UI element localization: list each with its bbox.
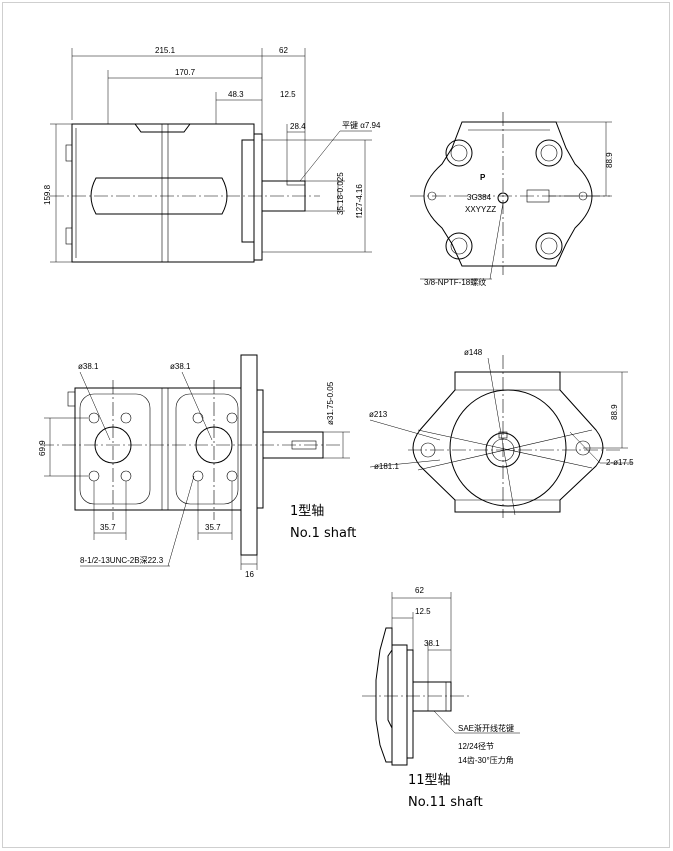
shaft-tol: f127-4.16	[355, 184, 364, 218]
dim-62-top: 62	[279, 46, 288, 55]
dim-215: 215.1	[155, 46, 176, 55]
dim-170: 170.7	[175, 68, 196, 77]
dia-181: ø181.1	[374, 462, 399, 471]
dim-38: 38.1	[424, 639, 440, 648]
shaft1-label-cn: 1型轴	[290, 504, 324, 519]
dim-35-right: 35.7	[205, 523, 221, 532]
middle-front-view: ø148 ø213 ø181.1 88.9 2-ø17.5	[369, 348, 634, 518]
dim-48: 48.3	[228, 90, 244, 99]
top-side-view: 215.1 62 170.7 48.3 12.5 28.4 平键 α7.94 1…	[43, 46, 381, 263]
dim-88-front: 88.9	[610, 404, 619, 420]
port-p-label: P	[480, 173, 486, 182]
dim-12-bottom: 12.5	[415, 607, 431, 616]
spline-note-2: 12/24径节	[458, 741, 494, 751]
dim-12-top: 12.5	[280, 90, 296, 99]
bottom-shaft11-view: 62 12.5 38.1 SAE渐开线花键 12/24径节 14齿-30°压力角…	[362, 586, 520, 810]
port-dia-left: ø38.1	[78, 362, 99, 371]
dim-159: 159.8	[43, 184, 52, 205]
model-code-2: XXYYZZ	[465, 205, 496, 214]
dia-213: ø213	[369, 410, 388, 419]
holes-note: 2-ø17.5	[606, 458, 634, 467]
middle-plan-view: ø38.1 ø38.1 69.9 35.7 35.7 8-1/2-13UNC-2…	[38, 354, 356, 579]
dia-148: ø148	[464, 348, 483, 357]
dim-16: 16	[245, 570, 254, 579]
top-end-view: P 3G384 XXYYZZ 88.9 3/8-NPTF-18螺纹	[410, 112, 614, 287]
dim-35-left: 35.7	[100, 523, 116, 532]
thread-note: 8-1/2-13UNC-2B深22.3	[80, 556, 164, 565]
dim-28: 28.4	[290, 122, 306, 131]
shaft11-label-en: No.11 shaft	[408, 795, 483, 810]
port-thread-note: 3/8-NPTF-18螺纹	[424, 277, 486, 287]
spline-note-3: 14齿-30°压力角	[458, 755, 514, 765]
dim-69: 69.9	[38, 440, 47, 456]
port-dia-right: ø38.1	[170, 362, 191, 371]
model-code-1: 3G384	[467, 193, 492, 202]
key-note: 平键 α7.94	[342, 120, 381, 130]
dim-88-end: 88.9	[605, 152, 614, 168]
dim-62-bottom: 62	[415, 586, 424, 595]
shaft-dia: 35.18-0.025	[336, 172, 345, 215]
shaft-dim-mid: ø31.75-0.05	[326, 381, 335, 425]
shaft11-label-cn: 11型轴	[408, 773, 451, 788]
spline-note-1: SAE渐开线花键	[458, 723, 514, 733]
shaft1-label-en: No.1 shaft	[290, 526, 356, 541]
